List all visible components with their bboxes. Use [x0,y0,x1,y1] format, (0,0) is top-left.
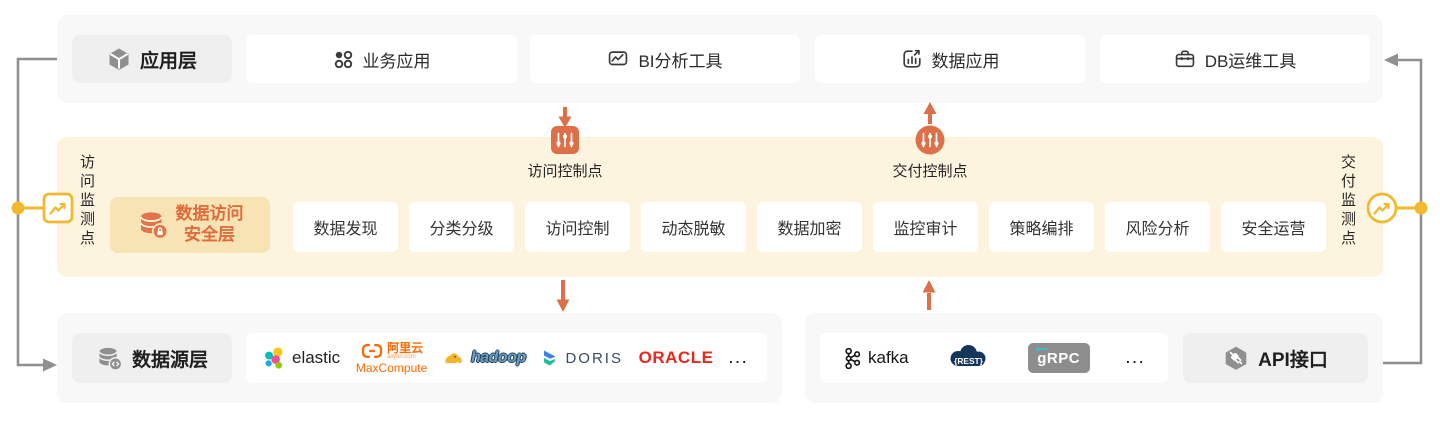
interface-logos-box: kafka {REST} gRPC [820,333,1168,383]
toolbox-icon [1174,48,1196,70]
hexagon-box-icon [107,47,131,71]
grpc-logo: gRPC [1027,343,1090,373]
security-item: 数据加密 [757,202,862,252]
security-item: 风险分析 [1105,202,1210,252]
more-interfaces-dots: ... [1126,350,1146,366]
access-control-point-label: 访问控制点 [527,163,603,180]
hadoop-elephant-icon [443,350,465,367]
bar-chart-arrow-icon [901,48,923,70]
app-item-business: 业务应用 [246,35,517,83]
apps-grid-icon [333,49,354,70]
access-monitor-point-label: 访问监测点 [78,154,95,249]
app-item-label: 数据应用 [931,51,1000,71]
rest-logo: {REST} [945,343,991,374]
monitor-chart-icon [607,48,629,70]
source-layer-pill: 数据源层 [72,333,232,383]
app-item-label: BI分析工具 [638,51,723,71]
security-item: 动态脱敏 [641,202,746,252]
security-layer-pill: 数据访问 安全层 [110,197,270,253]
database-code-icon [96,345,123,372]
security-to-source-arrow [556,280,570,312]
grpc-arrow-icon [1035,346,1049,352]
hexagon-plug-icon [1223,345,1249,371]
app-layer-container: 应用层 业务应用 BI分析工具 [57,15,1383,103]
source-layer-label: 数据源层 [131,349,208,371]
right-flow-line [1383,53,1423,365]
security-layer-container: 访问监测点 数据访问 安全层 数据发现 分类分级 访问控制 动态脱敏 数据加密 … [57,137,1383,277]
elastic-icon [264,347,286,369]
security-item: 策略编排 [989,202,1094,252]
app-layer-pill: 应用层 [72,35,232,83]
kafka-icon [842,347,862,370]
app-layer-label: 应用层 [139,50,197,72]
database-lock-icon [137,209,169,241]
security-item: 分类分级 [409,202,514,252]
elastic-logo: elastic [264,347,340,369]
app-item-label: DB运维工具 [1204,51,1297,71]
app-item-data-app: 数据应用 [815,35,1085,83]
svg-text:{REST}: {REST} [954,355,984,365]
doris-icon [541,349,559,367]
app-item-db-tools: DB运维工具 [1100,35,1370,83]
delivery-monitor-point-label: 交付监测点 [1339,154,1356,249]
aliyun-icon [360,342,384,360]
security-item: 监控审计 [873,202,978,252]
source-logos-box: elastic 阿里云 aliyun.com [246,333,767,383]
delivery-control-point-label: 交付控制点 [892,163,968,180]
security-layer-title: 数据访问 安全层 [175,204,244,244]
api-layer-container: kafka {REST} gRPC [805,313,1383,403]
more-sources-dots: ... [729,350,749,366]
security-item: 访问控制 [525,202,630,252]
app-item-label: 业务应用 [362,51,431,71]
oracle-logo: ORACLE [638,348,714,367]
kafka-logo: kafka [842,347,909,370]
source-layer-container: 数据源层 elastic [57,313,782,403]
api-pill: API接口 [1183,333,1368,383]
security-item: 数据发现 [293,202,398,252]
hadoop-logo: hadoop [443,349,526,367]
security-item: 安全运营 [1221,202,1326,252]
doris-logo: DORIS [541,349,623,367]
maxcompute-logo: 阿里云 aliyun.com MaxCompute [355,341,428,375]
app-item-bi: BI分析工具 [530,35,800,83]
api-label: API接口 [1258,349,1328,371]
left-flow-line [16,57,57,372]
source-to-security-arrow [922,280,936,310]
